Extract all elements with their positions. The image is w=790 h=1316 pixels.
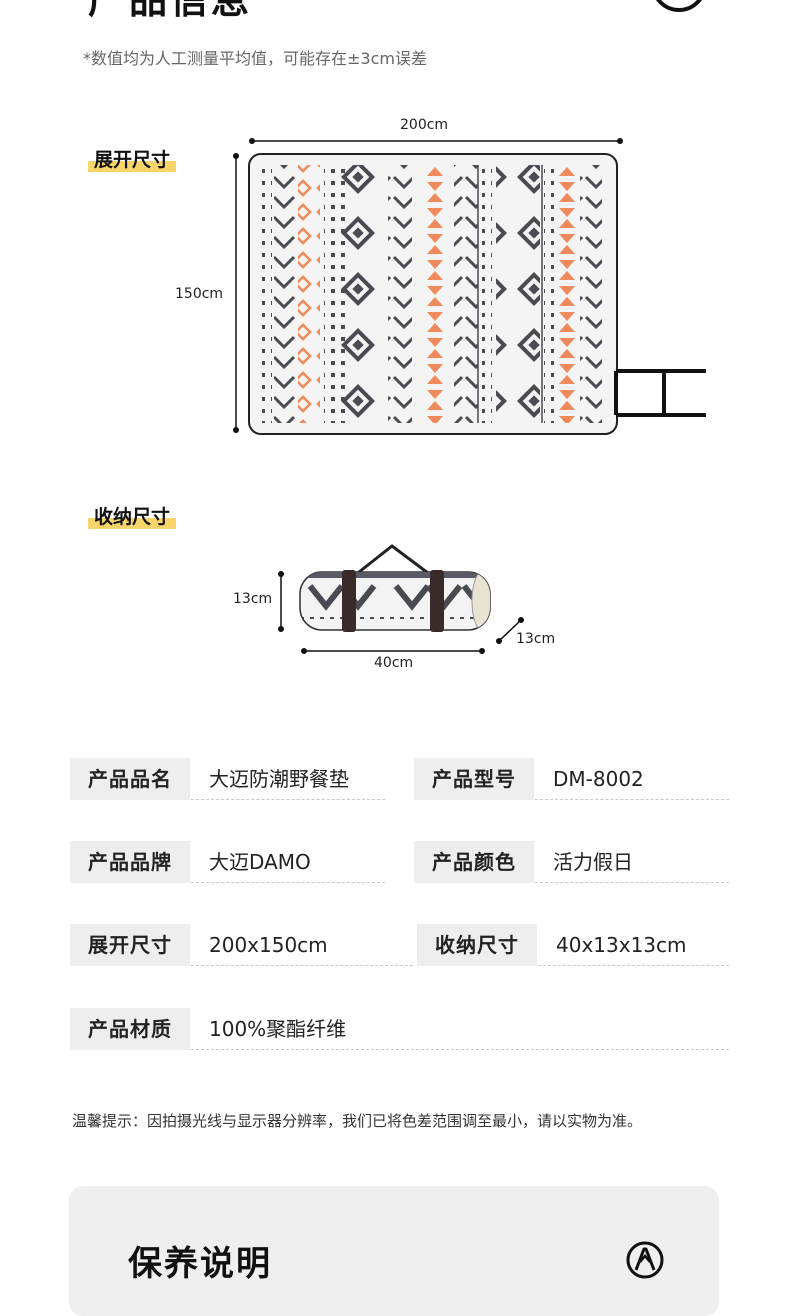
care-section-card xyxy=(69,1186,719,1316)
spec-value-name: 大迈防潮野餐垫 xyxy=(191,758,385,800)
folded-depth-label: 13cm xyxy=(516,631,556,647)
spec-value-model: DM-8002 xyxy=(535,758,729,800)
folded-dimension-lines xyxy=(278,571,524,654)
folded-height-label: 13cm xyxy=(233,591,273,607)
spec-label-model: 产品型号 xyxy=(414,758,534,800)
spec-label-color: 产品颜色 xyxy=(414,841,534,883)
spec-value-folded-size: 40x13x13cm xyxy=(538,924,729,966)
folded-mat-image xyxy=(299,544,491,632)
unfolded-mat-image xyxy=(248,153,706,435)
unfolded-size-tag: 展开尺寸 xyxy=(88,148,177,172)
unfolded-width-label: 200cm xyxy=(400,117,449,133)
care-section-title: 保养说明 xyxy=(128,1244,272,1284)
measurement-note: *数值均为人工测量平均值，可能存在±3cm误差 xyxy=(83,49,427,68)
section-title: 产品信息 xyxy=(88,0,253,22)
spec-value-unfolded-size: 200x150cm xyxy=(191,924,413,966)
unfolded-dimension-lines xyxy=(233,138,623,433)
color-difference-tip: 温馨提示：因拍摄光线与显示器分辨率，我们已将色差范围调至最小，请以实物为准。 xyxy=(72,1112,643,1130)
spec-label-material: 产品材质 xyxy=(70,1008,190,1050)
spec-label-unfolded-size: 展开尺寸 xyxy=(70,924,190,966)
spec-value-color: 活力假日 xyxy=(535,841,729,883)
spec-label-brand: 产品品牌 xyxy=(70,841,190,883)
spec-value-material: 100%聚酯纤维 xyxy=(191,1008,729,1050)
brand-logo-icon xyxy=(656,0,702,12)
spec-value-brand: 大迈DAMO xyxy=(191,841,385,883)
folded-width-label: 40cm xyxy=(374,655,414,671)
spec-label-folded-size: 收纳尺寸 xyxy=(417,924,537,966)
folded-size-tag: 收纳尺寸 xyxy=(88,505,177,529)
spec-label-name: 产品品名 xyxy=(70,758,190,800)
brand-logo-icon xyxy=(626,1241,664,1279)
unfolded-height-label: 150cm xyxy=(175,286,224,302)
